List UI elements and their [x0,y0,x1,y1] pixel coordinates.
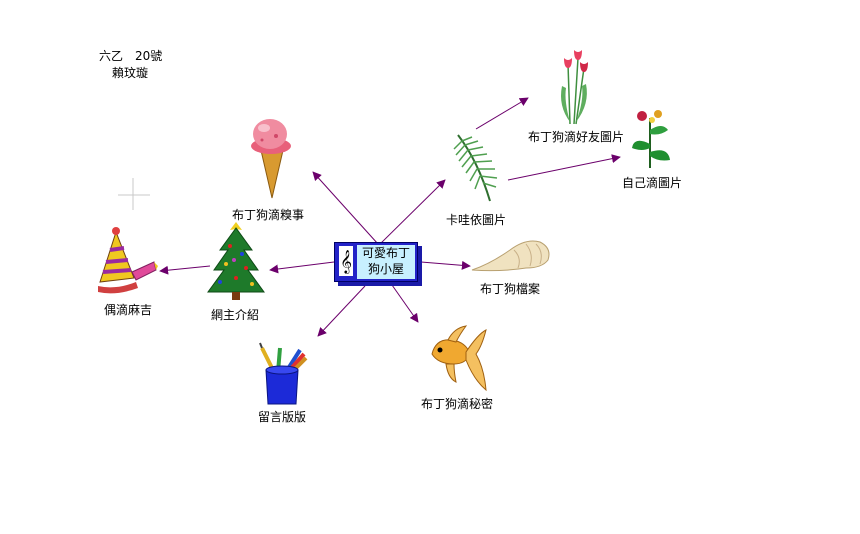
arrow-to-files [420,260,471,270]
ice-cream-icon[interactable] [246,116,294,200]
christmas-tree-icon[interactable] [206,220,266,302]
node-label-webmaster[interactable]: 網主介紹 [211,308,260,322]
party-hat-icon[interactable] [96,226,160,296]
arrow-to-kawaii-pics [379,179,446,245]
node-label-stories[interactable]: 布丁狗滴糗事 [232,208,305,222]
node-label-own-pics[interactable]: 自己滴圖片 [622,176,683,190]
node-label-idols[interactable]: 偶滴麻吉 [104,303,153,317]
flower-plant-icon[interactable] [628,108,674,170]
node-label-kawaii-pics[interactable]: 卡哇依圖片 [446,213,507,227]
arrow-to-webmaster [269,261,335,274]
node-label-guestbook[interactable]: 留言版版 [258,410,307,424]
arrow-to-own-pics [507,154,621,181]
center-node[interactable]: 𝄞 可愛布丁 狗小屋 [334,242,422,286]
author-name: 賴玟璇 [112,66,149,80]
node-label-secrets[interactable]: 布丁狗滴秘密 [421,397,494,411]
arrow-to-stories [312,171,379,245]
seashell-icon[interactable] [470,236,552,276]
pencil-cup-icon[interactable] [258,342,310,406]
arrow-to-friends-pics [475,97,529,130]
arrow-to-guestbook [317,285,366,337]
class-number: 六乙 20號 [99,49,163,63]
crosshair-mark [118,178,150,210]
center-title[interactable]: 可愛布丁 狗小屋 [357,245,415,279]
palm-leaf-icon[interactable] [450,131,500,203]
center-title-line2: 狗小屋 [367,262,404,276]
treble-clef-icon: 𝄞 [339,246,353,276]
arrow-to-idols [159,265,211,275]
center-title-line1: 可愛布丁 [361,246,410,260]
node-label-files[interactable]: 布丁狗檔案 [480,282,541,296]
goldfish-icon[interactable] [426,324,490,394]
arrow-to-secrets [391,284,419,323]
tulips-icon[interactable] [556,46,592,126]
node-label-friends-pics[interactable]: 布丁狗滴好友圖片 [528,130,625,144]
